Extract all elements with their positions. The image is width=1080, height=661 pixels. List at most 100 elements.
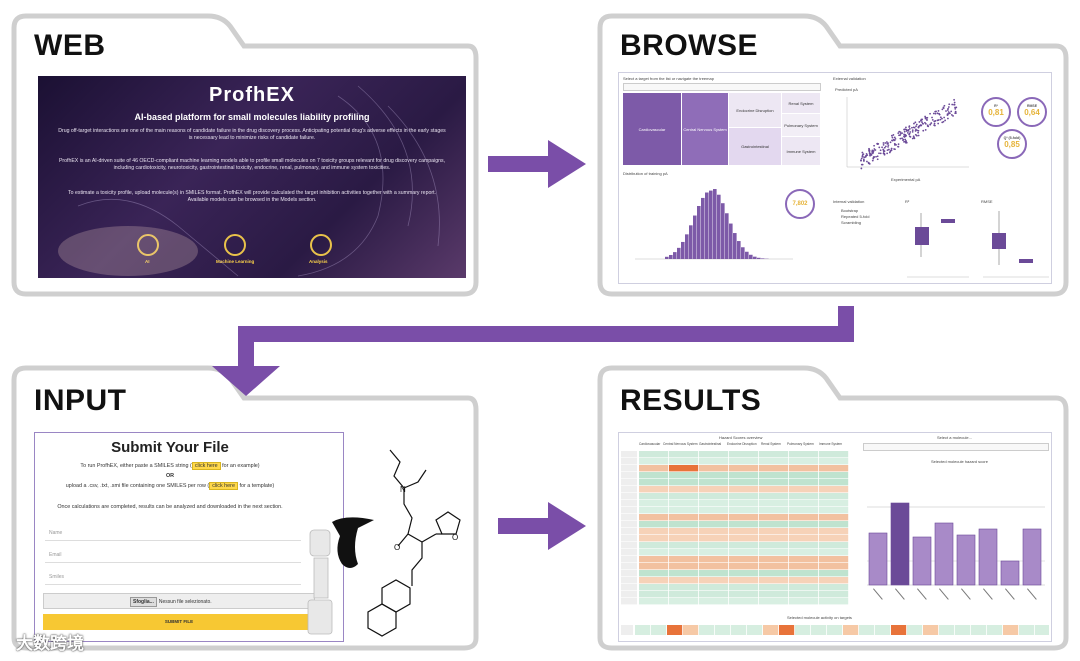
hazard-cell [729, 486, 759, 493]
hazard-cell [669, 507, 699, 514]
histogram-bar [689, 225, 693, 259]
scatter-point [941, 108, 944, 111]
treemap-immune[interactable]: Immune System [782, 137, 820, 165]
scatter-point [876, 158, 879, 161]
treemap-endocrine[interactable]: Endocrine Disruption [729, 93, 781, 127]
legend-scrambling[interactable]: Scrambling [841, 220, 862, 225]
treemap-renal[interactable]: Renal System [782, 93, 820, 113]
activity-cell [715, 625, 731, 635]
treemap-pulmonary[interactable]: Pulmonary System [782, 114, 820, 136]
scatter-point [941, 117, 943, 120]
submit-file-button[interactable]: SUBMIT FILE [43, 614, 315, 630]
hazard-cell [639, 535, 669, 542]
hazard-cell [729, 535, 759, 542]
target-select[interactable] [623, 83, 821, 91]
web-paragraph-2: ProfhEX is an AI-driven suite of 46 OECD… [58, 158, 446, 171]
scatter-point [899, 137, 902, 140]
scatter-point [863, 156, 866, 159]
hazard-cell [759, 507, 789, 514]
hazard-cell [639, 542, 669, 549]
col-gastrointestinal: Gastrointestinal [699, 442, 722, 446]
row-id-cell [621, 458, 637, 465]
hazard-cell [639, 521, 669, 528]
hazard-cell [699, 549, 729, 556]
row-id-cell [621, 570, 637, 577]
hazard-cell [699, 465, 729, 472]
legend-bootstrap[interactable]: Bootstrap [841, 208, 859, 213]
hazard-cell [669, 451, 699, 458]
scatter-point [954, 112, 957, 114]
scatter-point [890, 134, 893, 137]
browse-screenshot: Select a target from the list or navigat… [618, 72, 1052, 284]
scatter-point [904, 138, 907, 141]
scatter-point [953, 101, 956, 104]
submit-title: Submit Your File [111, 439, 229, 456]
scatter-point [897, 145, 899, 148]
hazard-cell [699, 556, 729, 563]
hazard-cell [639, 563, 669, 570]
template-link[interactable]: click here [209, 482, 238, 490]
hazard-cell [759, 549, 789, 556]
analysis-icon-label: Analysis [309, 259, 328, 264]
scatter-point [943, 116, 946, 119]
scatter-point [914, 133, 917, 136]
activity-cell [827, 625, 843, 635]
legend-5fold[interactable]: Repeated 5-fold [841, 214, 870, 219]
hazard-cell [729, 465, 759, 472]
scatter-point [875, 155, 877, 158]
scatter-point [937, 110, 940, 112]
hazard-cell [819, 549, 849, 556]
activity-cell [779, 625, 795, 635]
scatter-point [866, 160, 868, 163]
scatter-point [897, 143, 900, 146]
molecule-select[interactable] [863, 443, 1049, 451]
scatter-point [926, 119, 928, 121]
hazard-cell [639, 451, 669, 458]
web-paragraph-1: Drug off-target interactions are one of … [58, 128, 446, 141]
activity-cell [811, 625, 827, 635]
scatter-point [951, 103, 954, 106]
row-id-cell [621, 507, 637, 514]
activity-cell [891, 625, 907, 635]
treemap-cns[interactable]: Central Nervous System [682, 93, 728, 165]
scatter-point [867, 161, 870, 164]
hazard-cell [639, 458, 669, 465]
scatter-point [924, 117, 927, 120]
input-panel: INPUT Submit Your File To run ProfhEX, e… [8, 362, 482, 654]
scatter-point [930, 122, 933, 124]
scatter-point [890, 147, 893, 150]
scatter-point [926, 116, 929, 119]
hazard-cell [759, 598, 789, 605]
hazard-cell [819, 535, 849, 542]
hazard-table-header: Cardiovascular Central Nervous System Ga… [637, 442, 855, 450]
activity-cell [987, 625, 1003, 635]
metric-r2-label: R² [994, 104, 998, 108]
file-upload[interactable]: Sfoglia...Nessun file selezionato. [43, 593, 315, 609]
hazard-cell [699, 521, 729, 528]
box-r2-title: R² [905, 199, 910, 204]
browse-file-button[interactable]: Sfoglia... [130, 597, 157, 607]
ai-icon [137, 234, 159, 256]
scatter-point [916, 129, 919, 132]
histogram-bar [737, 241, 741, 259]
name-input[interactable]: Name [45, 525, 301, 541]
scatter-point [894, 148, 896, 151]
hazard-cell [759, 556, 789, 563]
row-id-cell [621, 584, 637, 591]
scatter-point [908, 127, 911, 130]
treemap-cardiovascular[interactable]: Cardiovascular [623, 93, 681, 165]
scatter-point [911, 131, 914, 133]
hazard-cell [819, 458, 849, 465]
smiles-input[interactable]: Smiles [45, 569, 301, 585]
hazard-cell [819, 584, 849, 591]
hazard-cell [669, 577, 699, 584]
hazard-cell [759, 521, 789, 528]
treemap-gastrointestinal[interactable]: Gastrointestinal [729, 128, 781, 165]
hazard-cell [669, 591, 699, 598]
scatter-point [911, 129, 914, 132]
box-rmse-title: RMSE [981, 199, 993, 204]
email-input[interactable]: Email [45, 547, 301, 563]
example-link[interactable]: click here [191, 462, 221, 470]
scatter-point [918, 121, 921, 123]
molecule-select-label: Select a molecule... [937, 435, 972, 440]
